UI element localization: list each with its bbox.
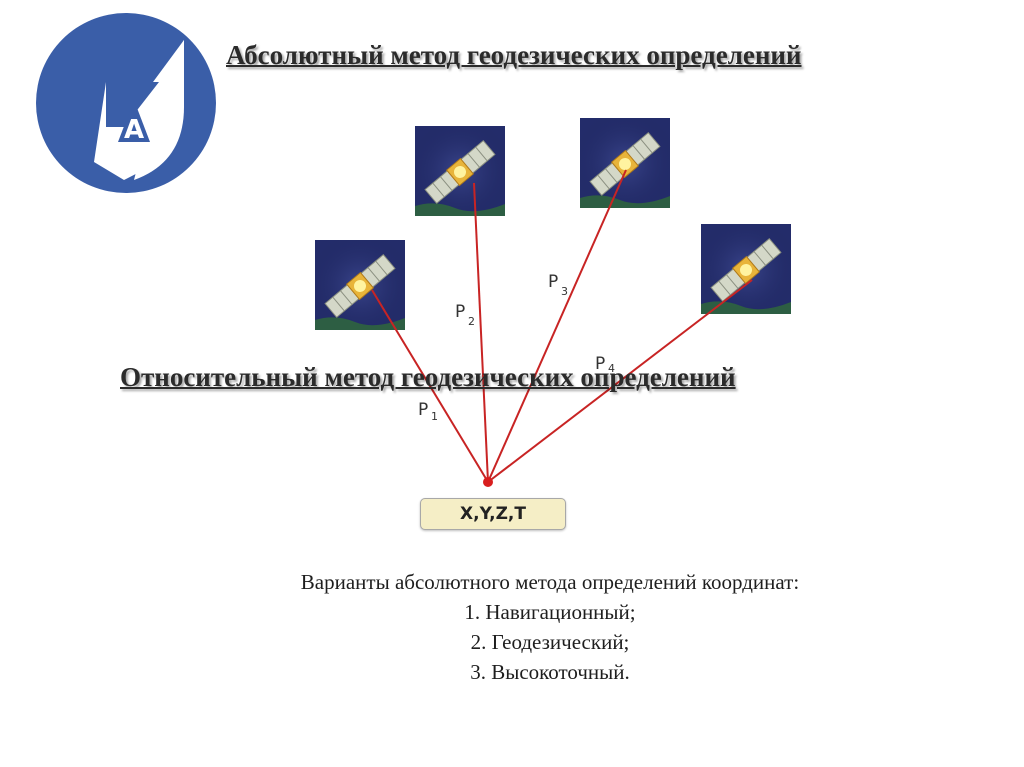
receiver-point (483, 477, 493, 487)
variant-item: 2. Геодезический; (200, 627, 900, 657)
variant-item: 1. Навигационный; (200, 597, 900, 627)
range-label-p3: P 3 (548, 272, 568, 298)
svg-text:P: P (455, 302, 465, 322)
variants-heading: Варианты абсолютного метода определений … (200, 567, 900, 597)
svg-text:2: 2 (468, 315, 475, 328)
svg-text:1: 1 (431, 410, 438, 423)
satellite-3 (580, 118, 670, 208)
range-label-p2: P 2 (455, 302, 475, 328)
satellite-4 (701, 224, 791, 314)
svg-text:P: P (548, 272, 558, 292)
receiver-coordinates-label: X,Y,Z,T (420, 498, 566, 530)
range-ray-p2 (474, 183, 488, 482)
variant-item: 3. Высокоточный. (200, 657, 900, 687)
svg-text:3: 3 (561, 285, 568, 298)
method-variants: Варианты абсолютного метода определений … (200, 567, 900, 687)
satellite-2 (415, 126, 505, 216)
range-ray-p3 (488, 170, 626, 482)
range-label-p1: P 1 (418, 400, 438, 423)
svg-text:P: P (418, 400, 428, 420)
range-rays (372, 170, 752, 482)
satellite-1 (315, 240, 405, 330)
relative-method-title: Относительный метод геодезических опреде… (120, 362, 920, 393)
